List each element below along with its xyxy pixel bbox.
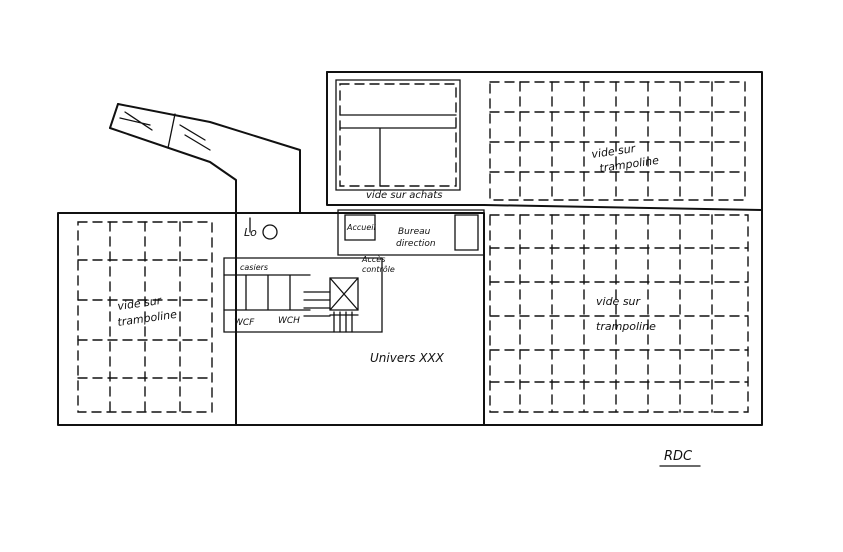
acces-label-1: Accès bbox=[361, 254, 385, 264]
top-void-area bbox=[335, 79, 461, 191]
wcf-label: WCF bbox=[234, 318, 255, 328]
right-void-label-1: vide sur bbox=[596, 295, 642, 308]
accueil-label: Accueil bbox=[346, 223, 376, 232]
wch-label: WCH bbox=[278, 316, 300, 326]
left-void-label-1: vide sur bbox=[117, 294, 164, 313]
trampoline-grid-right bbox=[489, 214, 749, 413]
acces-label-2: contrôle bbox=[362, 264, 395, 274]
right-void-label-2: trampoline bbox=[596, 320, 656, 333]
bureau-label-1: Bureau bbox=[398, 227, 431, 237]
outer-walls bbox=[57, 71, 763, 426]
lo-label: Lo bbox=[244, 226, 257, 239]
trampoline-grid-top-right bbox=[489, 81, 746, 201]
bureau-label-2: direction bbox=[396, 239, 436, 249]
univers-label: Univers XXX bbox=[370, 351, 445, 365]
central-rooms bbox=[223, 209, 485, 333]
top-void-label: vide sur achats bbox=[366, 190, 442, 201]
level-label: RDC bbox=[664, 449, 693, 464]
top-right-void-label-1: vide sur bbox=[591, 142, 638, 161]
casiers-label: casiers bbox=[240, 263, 268, 272]
trampoline-grid-left bbox=[77, 221, 213, 413]
